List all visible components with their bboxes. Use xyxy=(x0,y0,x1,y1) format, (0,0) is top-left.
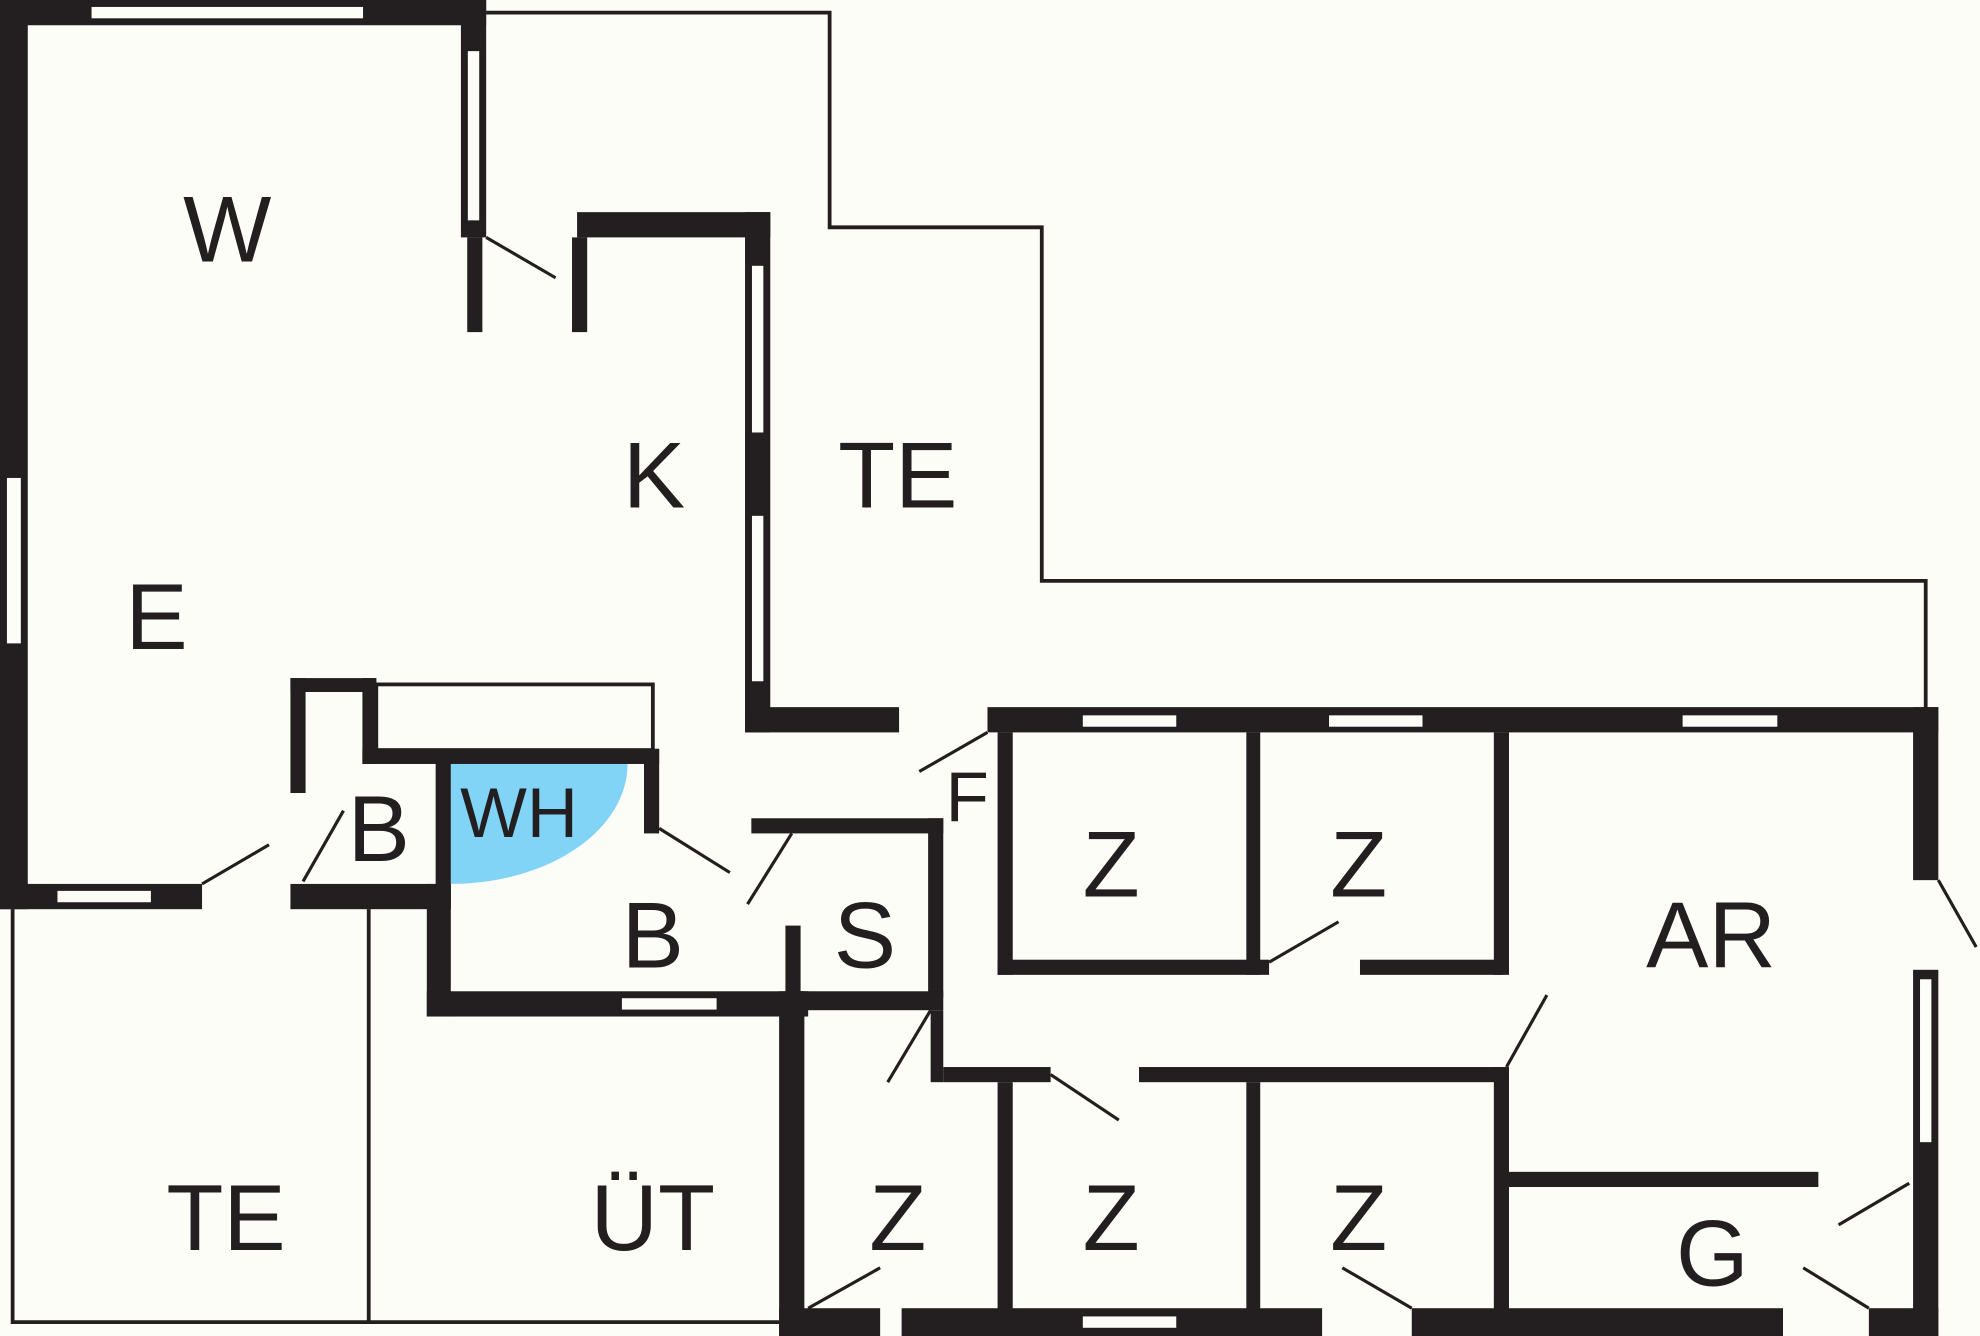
door-swing xyxy=(1049,1073,1120,1122)
room-label-b-bath: B xyxy=(622,882,684,987)
door-swing xyxy=(1802,1266,1870,1310)
room-label-f: F xyxy=(946,757,989,836)
door-swing xyxy=(807,1266,881,1310)
room-label-e: E xyxy=(125,564,187,669)
wall xyxy=(290,678,306,794)
room-label-w: W xyxy=(183,176,271,281)
windows xyxy=(5,5,1933,1330)
terrace-outline-bottom xyxy=(10,909,780,1325)
room-label-z2: Z xyxy=(1330,812,1387,917)
room-label-ar: AR xyxy=(1646,882,1776,987)
wall xyxy=(745,707,900,733)
wall xyxy=(467,237,483,333)
door-swing xyxy=(1341,1266,1413,1310)
wall xyxy=(928,818,944,998)
window xyxy=(750,264,765,434)
window xyxy=(90,5,365,20)
wall xyxy=(930,1010,944,1083)
wall xyxy=(751,818,944,834)
wall xyxy=(779,991,805,1336)
door-swing xyxy=(658,827,731,874)
room-label-ut: ÜT xyxy=(591,1165,716,1270)
room-label-g: G xyxy=(1676,1200,1749,1305)
window xyxy=(466,49,481,222)
room-label-b-small: B xyxy=(348,776,410,881)
window xyxy=(1681,714,1779,728)
wall xyxy=(943,1067,1051,1083)
wall xyxy=(1246,732,1261,975)
wall xyxy=(1359,959,1503,975)
wall xyxy=(1868,1308,1939,1336)
wall xyxy=(785,925,801,1002)
wall xyxy=(1246,1082,1261,1314)
room-label-te-bottom: TE xyxy=(166,1165,285,1270)
room-label-z1: Z xyxy=(1083,812,1140,917)
wall xyxy=(1493,1067,1509,1314)
room-label-te-top: TE xyxy=(838,423,957,528)
door-swing xyxy=(1837,1181,1911,1227)
room-label-s: S xyxy=(834,882,896,987)
wall xyxy=(362,748,660,764)
wall xyxy=(997,732,1013,975)
door-swing xyxy=(918,731,989,773)
wall xyxy=(426,883,451,1017)
door-swing xyxy=(1505,994,1549,1068)
door-swing xyxy=(746,832,794,905)
door-swings xyxy=(201,236,1978,1310)
window xyxy=(750,514,765,683)
wall xyxy=(1139,1067,1506,1083)
room-label-z4: Z xyxy=(1083,1165,1140,1270)
wall xyxy=(997,1082,1013,1314)
window xyxy=(1081,714,1178,728)
room-label-z3: Z xyxy=(869,1165,926,1270)
wall xyxy=(572,237,588,333)
wall xyxy=(426,991,809,1017)
door-swing xyxy=(1268,920,1340,964)
wall xyxy=(1508,1171,1819,1187)
room-labels: W E K TE B WH B SF Z Z AR TE ÜT Z Z Z G xyxy=(125,176,1776,1305)
door-swing xyxy=(201,843,270,886)
wall xyxy=(577,212,771,238)
window xyxy=(56,889,153,904)
door-swing xyxy=(485,236,557,280)
wall xyxy=(1493,732,1509,975)
door-swing xyxy=(1936,879,1978,948)
room-label-z5: Z xyxy=(1330,1165,1387,1270)
wall xyxy=(290,883,451,910)
window xyxy=(1918,978,1933,1144)
room-label-wh: WH xyxy=(460,773,578,852)
window xyxy=(1327,714,1424,728)
wall xyxy=(435,748,451,910)
door-swing xyxy=(301,809,345,883)
door-swing xyxy=(886,1009,933,1083)
wall xyxy=(0,0,28,910)
room-label-k: K xyxy=(623,423,685,528)
wall xyxy=(362,678,377,764)
wall xyxy=(290,678,377,692)
wall xyxy=(997,959,1270,975)
window xyxy=(620,996,718,1011)
wh-highlight xyxy=(450,763,628,884)
window xyxy=(5,476,23,645)
terrace-outline-top xyxy=(486,10,1928,710)
wall xyxy=(1913,707,1939,881)
wall xyxy=(644,748,660,834)
window xyxy=(1081,1315,1178,1330)
wall xyxy=(800,991,944,1011)
wall xyxy=(1411,1308,1784,1336)
